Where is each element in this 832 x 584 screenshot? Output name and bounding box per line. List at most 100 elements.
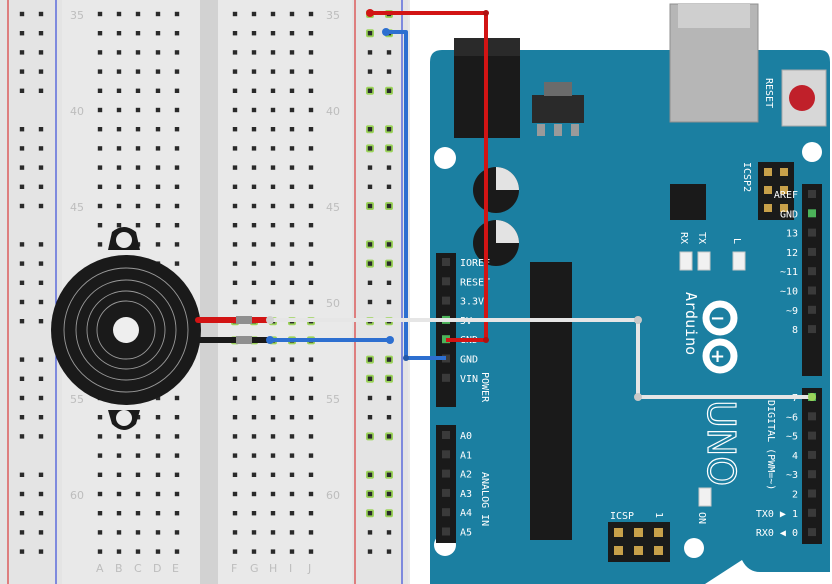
breadboard-hole	[97, 146, 103, 151]
breadboard-hole	[289, 491, 295, 497]
breadboard-hole	[270, 127, 276, 132]
rail-hole	[38, 357, 44, 362]
analog-pin	[442, 450, 450, 459]
breadboard-hole	[232, 31, 238, 36]
rail-hole	[38, 395, 44, 401]
breadboard-hole	[135, 165, 141, 170]
rail-hole	[386, 165, 392, 170]
breadboard-hole	[308, 530, 314, 535]
breadboard-hole	[135, 184, 141, 189]
rail-hole	[19, 88, 25, 93]
breadboard-hole	[308, 203, 314, 209]
breadboard-hole	[232, 453, 238, 458]
digital-pin	[808, 431, 816, 440]
breadboard-hole	[308, 549, 314, 554]
breadboard-hole	[289, 530, 295, 535]
breadboard-hole	[289, 434, 295, 439]
breadboard-hole	[232, 11, 238, 17]
analog-pin-label: A5	[460, 528, 472, 539]
breadboard-hole	[270, 511, 276, 516]
breadboard-hole	[174, 434, 180, 439]
breadboard-hole	[155, 11, 161, 17]
row-number-40-right: 40	[326, 105, 340, 118]
rail-hole	[367, 280, 373, 285]
breadboard-hole	[251, 11, 257, 17]
breadboard-hole	[135, 530, 141, 535]
rail-hole	[386, 491, 392, 497]
rail-hole	[19, 50, 25, 55]
breadboard-hole	[251, 280, 257, 285]
breadboard-hole	[270, 107, 276, 113]
breadboard-hole	[135, 127, 141, 132]
breadboard-hole	[97, 11, 103, 17]
breadboard-hole	[232, 395, 238, 401]
column-letter-c: C	[134, 562, 142, 575]
rail-hole	[38, 50, 44, 55]
breadboard-hole	[289, 242, 295, 247]
breadboard-hole	[251, 453, 257, 458]
analog-pin-label: A4	[460, 508, 472, 519]
power-pin	[442, 373, 450, 382]
digital-pin-label: ~11	[780, 267, 798, 278]
breadboard-hole	[308, 107, 314, 113]
analog-header-label: ANALOG IN	[479, 472, 490, 526]
row-number-55-right: 55	[326, 393, 340, 406]
power-pin-label: 3.3V	[460, 297, 484, 308]
breadboard-hole	[97, 491, 103, 497]
breadboard-hole	[308, 511, 314, 516]
breadboard-hole	[174, 31, 180, 36]
breadboard-hole	[289, 299, 295, 305]
rail-hole	[19, 319, 25, 324]
row-number-35-left: 35	[70, 9, 84, 22]
breadboard-hole	[289, 376, 295, 381]
breadboard-hole	[97, 530, 103, 535]
breadboard-hole	[270, 415, 276, 420]
rail-hole	[38, 491, 44, 497]
right-power-rail	[352, 0, 408, 584]
rail-hole	[38, 549, 44, 554]
breadboard-hole	[308, 146, 314, 151]
digital-pin-label: ~5	[786, 432, 798, 443]
rail-hole	[367, 415, 373, 420]
analog-pin	[442, 469, 450, 478]
breadboard-hole	[232, 280, 238, 285]
rail-hole	[19, 472, 25, 477]
rail-hole	[367, 376, 373, 381]
breadboard-hole	[155, 434, 161, 439]
reset-button[interactable]	[781, 69, 827, 127]
led-l	[732, 251, 746, 271]
breadboard-hole	[251, 242, 257, 247]
rail-hole	[386, 146, 392, 151]
rail-hole	[38, 11, 44, 17]
reset-button-cap[interactable]	[789, 85, 815, 111]
breadboard-hole	[308, 11, 314, 17]
breadboard-hole	[308, 50, 314, 55]
breadboard-hole	[308, 261, 314, 266]
rail-hole	[367, 472, 373, 477]
rail-hole	[19, 184, 25, 189]
rail-hole	[38, 511, 44, 516]
breadboard-hole	[270, 242, 276, 247]
breadboard-hole	[289, 50, 295, 55]
analog-pin-label: A2	[460, 470, 472, 481]
rail-hole	[19, 261, 25, 266]
breadboard-hole	[232, 261, 238, 266]
rail-hole	[367, 491, 373, 497]
breadboard-hole	[135, 472, 141, 477]
rail-hole	[367, 203, 373, 209]
breadboard-hole	[289, 69, 295, 74]
on-label: ON	[696, 512, 707, 524]
analog-pin	[442, 488, 450, 497]
power-pin-label: VIN	[460, 374, 478, 385]
rail-hole	[38, 530, 44, 535]
breadboard-hole	[97, 472, 103, 477]
digital-pin	[808, 412, 816, 421]
column-letter-a: A	[96, 562, 104, 575]
breadboard-hole	[289, 453, 295, 458]
breadboard-hole	[174, 261, 180, 266]
breadboard-hole	[232, 472, 238, 477]
rail-hole	[19, 511, 25, 516]
breadboard-hole	[116, 31, 122, 36]
column-letters: A B C D E F G H I J	[96, 562, 311, 575]
breadboard-hole	[97, 549, 103, 554]
